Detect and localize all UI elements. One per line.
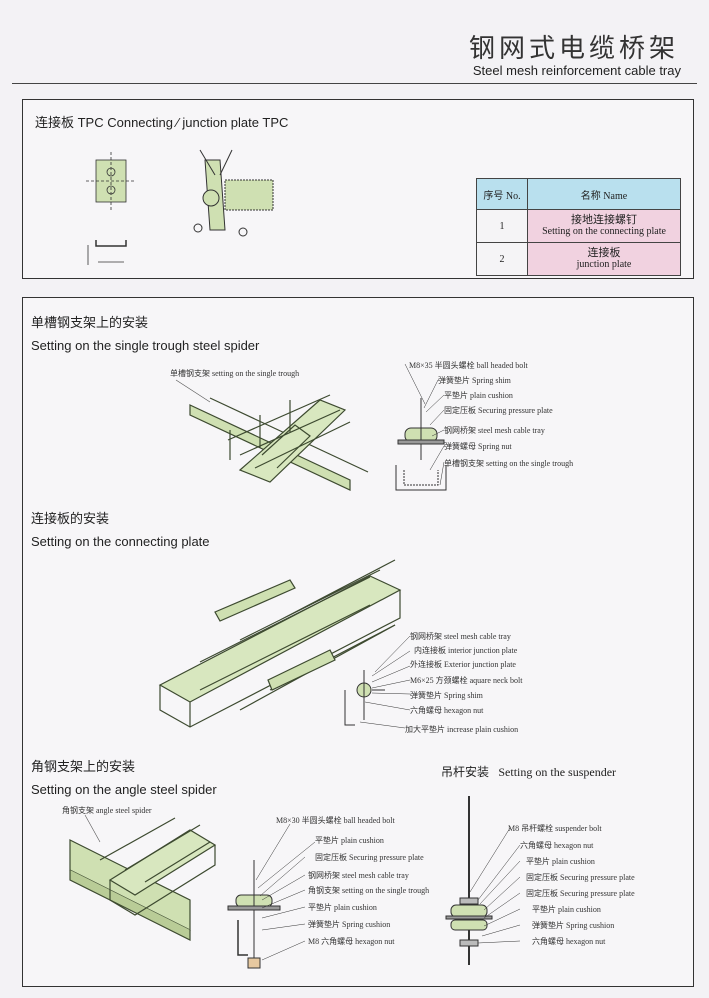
callout-hexagon-nut: M8 六角螺母 hexagon nut <box>308 937 395 946</box>
callout-ball-headed-bolt: M8×30 半圆头螺栓 ball headed bolt <box>276 816 395 825</box>
junction-detail-drawing <box>193 149 274 237</box>
section-title-single-trough-cn: 单槽钢支架上的安装 <box>31 315 149 330</box>
callout-spring-cushion: 弹簧垫片 Spring cushion <box>532 921 615 930</box>
callout-spring-cushion: 弹簧垫片 Spring cushion <box>308 920 391 929</box>
label-single-trough-spider: 单槽钢支架 setting on the single trough <box>170 369 300 378</box>
label-angle-steel-spider: 角钢支架 angle steel spider <box>62 806 152 815</box>
table-header-no: 序号 No. <box>476 178 528 210</box>
table-header-name: 名称 Name <box>527 178 681 210</box>
callout-suspender-bolt: M8 吊杆螺栓 suspender bolt <box>508 824 602 833</box>
callout-increase-plain-cushion: 加大平垫片 increase plain cushion <box>405 725 519 734</box>
page-subtitle: Steel mesh reinforcement cable tray <box>472 63 681 78</box>
callout-interior-junction-plate: 内连接板 interior junction plate <box>414 646 518 655</box>
section-title-suspender: 吊杆安装 Setting on the suspender <box>441 763 616 780</box>
junction-plate-drawing <box>86 152 136 265</box>
section-title-connecting-en: Setting on the connecting plate <box>31 534 210 549</box>
connecting-plate-detail <box>344 670 385 726</box>
table-cell-name: 连接板 junction plate <box>527 242 681 276</box>
name-en: Setting on the connecting plate <box>542 226 666 237</box>
single-trough-tray-drawing <box>175 379 369 491</box>
page-title: 钢网式电缆桥架 <box>468 34 679 64</box>
callout-spring-nut: 弹簧螺母 Spring nut <box>444 442 512 451</box>
connecting-plate-leaders <box>359 635 411 729</box>
callout-steel-mesh-cable-tray: 钢网桥架 steel mesh cable tray <box>444 426 545 435</box>
callout-plain-cushion: 平垫片 plain cushion <box>526 857 595 866</box>
callout-hexagon-nut: 六角螺母 hexagon nut <box>410 706 484 715</box>
name-en: junction plate <box>576 259 632 270</box>
parts-table: 序号 No. 名称 Name 1 接地连接螺钉 Setting on the c… <box>476 178 681 276</box>
callout-single-trough: 单槽钢支架 setting on the single trough <box>444 459 574 468</box>
callout-ball-headed-bolt: M8×35 半圆头螺栓 ball headed bolt <box>409 361 528 370</box>
single-trough-leaders <box>404 363 445 486</box>
section-title-single-trough-en: Setting on the single trough steel spide… <box>31 338 260 353</box>
name-cn: 连接板 <box>587 247 621 259</box>
callout-steel-mesh-cable-tray: 钢网桥架 steel mesh cable tray <box>308 871 409 880</box>
header-divider <box>12 83 697 84</box>
callout-square-neck-bolt: M6×25 方颈螺栓 aquare neck bolt <box>410 676 523 685</box>
angle-steel-detail <box>227 860 281 969</box>
section-title-connecting-cn: 连接板的安装 <box>31 511 110 526</box>
callout-plain-cushion: 平垫片 plain cushion <box>315 836 384 845</box>
table-row: 2 连接板 junction plate <box>476 242 681 276</box>
suspender-title-en: Setting on the suspender <box>498 765 617 779</box>
suspender-title-cn: 吊杆安装 <box>441 765 490 779</box>
callout-hexagon-nut: 六角螺母 hexagon nut <box>520 841 594 850</box>
callout-plain-cushion-2: 平垫片 plain cushion <box>308 903 377 912</box>
callout-plain-cushion-2: 平垫片 plain cushion <box>532 905 601 914</box>
callout-securing-pressure-plate: 固定压板 Securing pressure plate <box>444 406 553 415</box>
section-title-angle-cn: 角钢支架上的安装 <box>31 759 136 774</box>
connecting-plate-tray-drawing <box>158 559 402 728</box>
callout-securing-pressure-plate-2: 固定压板 Securing pressure plate <box>526 889 635 898</box>
callout-angle-spider: 角钢支架 setting on the single trough <box>308 886 430 895</box>
callout-securing-pressure-plate: 固定压板 Securing pressure plate <box>315 853 424 862</box>
callout-spring-shim: 弹簧垫片 Spring shim <box>438 376 511 385</box>
callout-exterior-junction-plate: 外连接板 Exterior junction plate <box>410 660 516 669</box>
section-title-angle-en: Setting on the angle steel spider <box>31 782 217 797</box>
suspender-leaders <box>469 827 521 944</box>
callout-plain-cushion: 平垫片 plain cushion <box>444 391 513 400</box>
callout-securing-pressure-plate: 固定压板 Securing pressure plate <box>526 873 635 882</box>
callout-spring-shim: 弹簧垫片 Spring shim <box>410 691 483 700</box>
angle-steel-leaders <box>255 823 316 961</box>
name-cn: 接地连接螺钉 <box>571 214 637 226</box>
angle-steel-tray-drawing <box>69 814 217 941</box>
callout-hexagon-nut-2: 六角螺母 hexagon nut <box>532 937 606 946</box>
suspender-drawing <box>445 796 493 965</box>
single-trough-detail <box>395 398 447 491</box>
callout-steel-mesh-cable-tray: 钢网桥架 steel mesh cable tray <box>410 632 511 641</box>
section-title-connecting-plate: 连接板 TPC Connecting ∕ junction plate TPC <box>35 115 289 130</box>
